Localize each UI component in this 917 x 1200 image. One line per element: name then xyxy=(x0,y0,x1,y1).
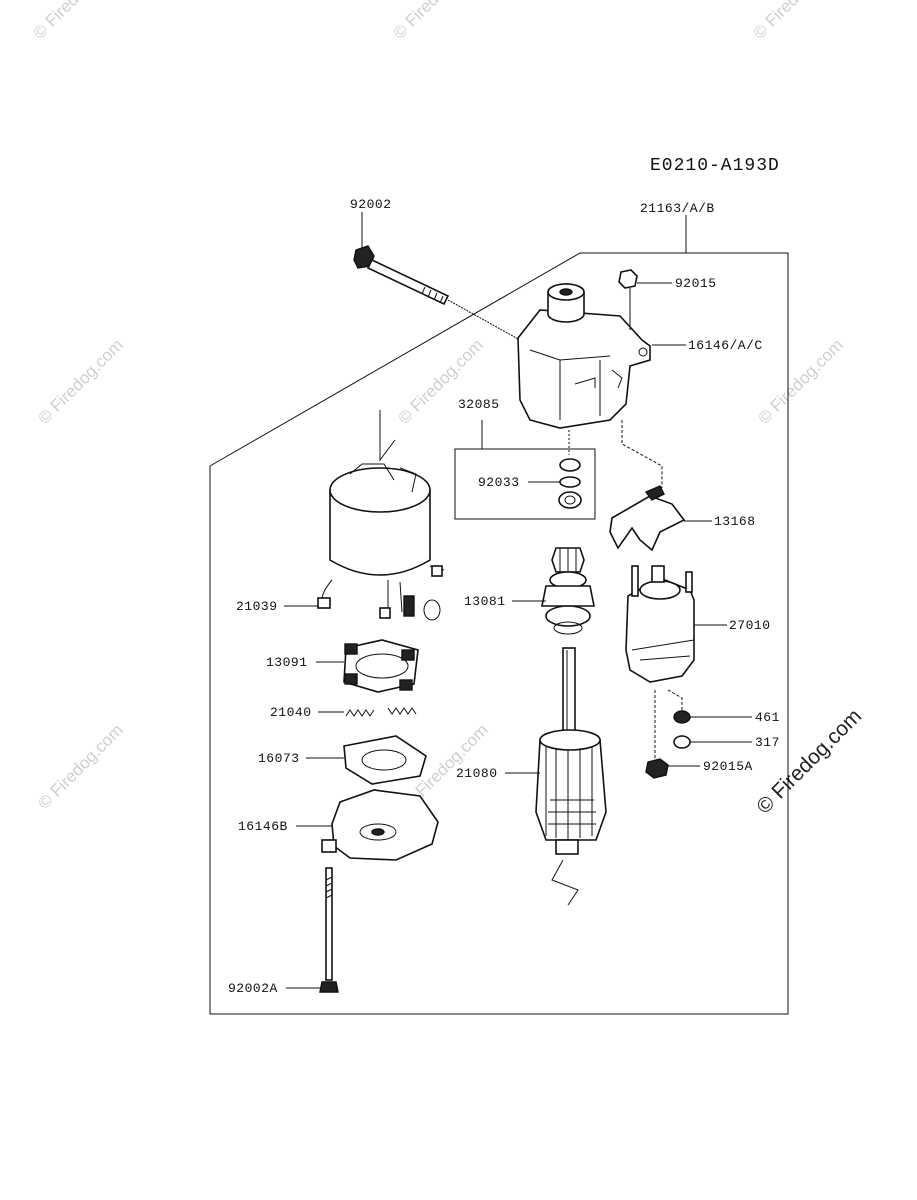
nut-92015 xyxy=(618,269,638,289)
assembly-frame xyxy=(209,252,789,1015)
yoke-21039 xyxy=(284,410,445,621)
label-13168: 13168 xyxy=(714,514,756,529)
watermark-text: © Firedog.com xyxy=(394,335,486,427)
diagram-code: E0210-A193D xyxy=(650,156,780,176)
plate-16073 xyxy=(306,735,427,785)
label-16073: 16073 xyxy=(258,751,300,766)
label-21039: 21039 xyxy=(236,599,278,614)
watermark-group: © Firedog.com © Firedog.com © Firedog.co… xyxy=(29,0,866,819)
bolt-92002 xyxy=(353,212,521,341)
label-92002: 92002 xyxy=(350,197,392,212)
label-461: 461 xyxy=(755,710,780,725)
watermark-text: © Firedog.com xyxy=(389,0,481,43)
label-92033: 92033 xyxy=(478,475,520,490)
label-13081: 13081 xyxy=(464,594,506,609)
pinion-13081 xyxy=(512,547,595,635)
bolt-92002A xyxy=(286,867,339,993)
lever-13168 xyxy=(609,420,712,552)
label-32085: 32085 xyxy=(458,397,500,412)
watermark-text: © Firedog.com xyxy=(749,0,841,43)
label-21040: 21040 xyxy=(270,705,312,720)
watermark-text: © Firedog.com xyxy=(754,335,846,427)
label-16146: 16146/A/C xyxy=(688,338,763,353)
nut-set xyxy=(645,710,752,779)
label-13091: 13091 xyxy=(266,655,308,670)
watermark-text: © Firedog.com xyxy=(34,720,126,812)
label-27010: 27010 xyxy=(729,618,771,633)
label-317: 317 xyxy=(755,735,780,750)
label-21163: 21163/A/B xyxy=(640,201,715,216)
watermark-text: © Firedog.com xyxy=(29,0,121,43)
armature-21080 xyxy=(505,647,607,906)
springs-21040 xyxy=(318,707,417,717)
label-92015A: 92015A xyxy=(703,759,753,774)
label-92015: 92015 xyxy=(675,276,717,291)
bracket-32085 xyxy=(454,420,596,520)
housing-16146 xyxy=(517,283,651,429)
solenoid-27010 xyxy=(625,565,727,760)
watermark-text: © Firedog.com xyxy=(34,335,126,427)
label-21080: 21080 xyxy=(456,766,498,781)
label-16146B: 16146B xyxy=(238,819,288,834)
rear-cover-16146B xyxy=(296,789,439,861)
brush-holder-13091 xyxy=(316,639,419,693)
label-92002A: 92002A xyxy=(228,981,278,996)
